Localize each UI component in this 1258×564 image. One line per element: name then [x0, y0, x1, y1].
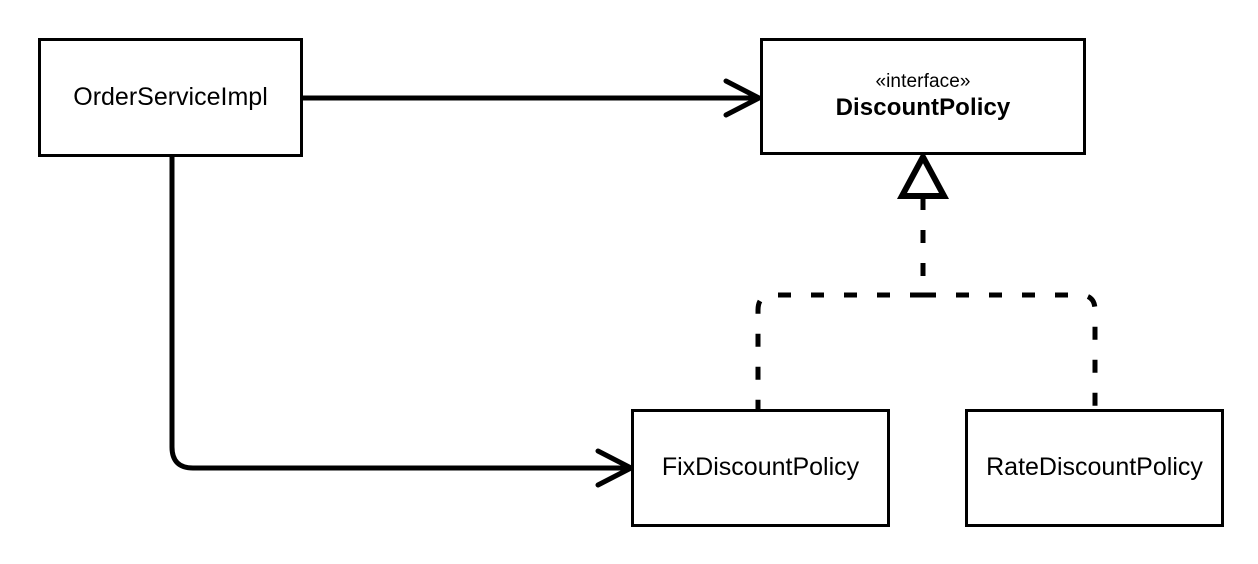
edge-order-to-fix-discount-policy	[169, 157, 637, 488]
hollow-triangle-icon	[896, 150, 950, 199]
edge-rate-implements-discount-policy-line	[923, 292, 1098, 409]
open-arrow-icon	[723, 78, 765, 118]
class-name-order-service-impl: OrderServiceImpl	[73, 82, 268, 111]
stereotype-label-interface: «interface»	[875, 71, 971, 93]
class-box-rate-discount-policy[interactable]: RateDiscountPolicy	[965, 409, 1224, 527]
class-box-order-service-impl[interactable]: OrderServiceImpl	[38, 38, 303, 157]
edge-order-to-fix-discount-policy-line	[169, 157, 629, 471]
edge-realization-tree	[755, 150, 1098, 409]
edge-fix-implements-discount-policy-line	[755, 292, 923, 409]
interface-box-discount-policy[interactable]: «interface» DiscountPolicy	[760, 38, 1086, 155]
class-name-fix-discount-policy: FixDiscountPolicy	[661, 453, 860, 482]
class-box-fix-discount-policy[interactable]: FixDiscountPolicy	[631, 409, 890, 527]
edge-order-to-discount-policy	[303, 78, 765, 118]
interface-name-discount-policy: DiscountPolicy	[835, 93, 1011, 121]
class-name-rate-discount-policy: RateDiscountPolicy	[986, 453, 1203, 482]
